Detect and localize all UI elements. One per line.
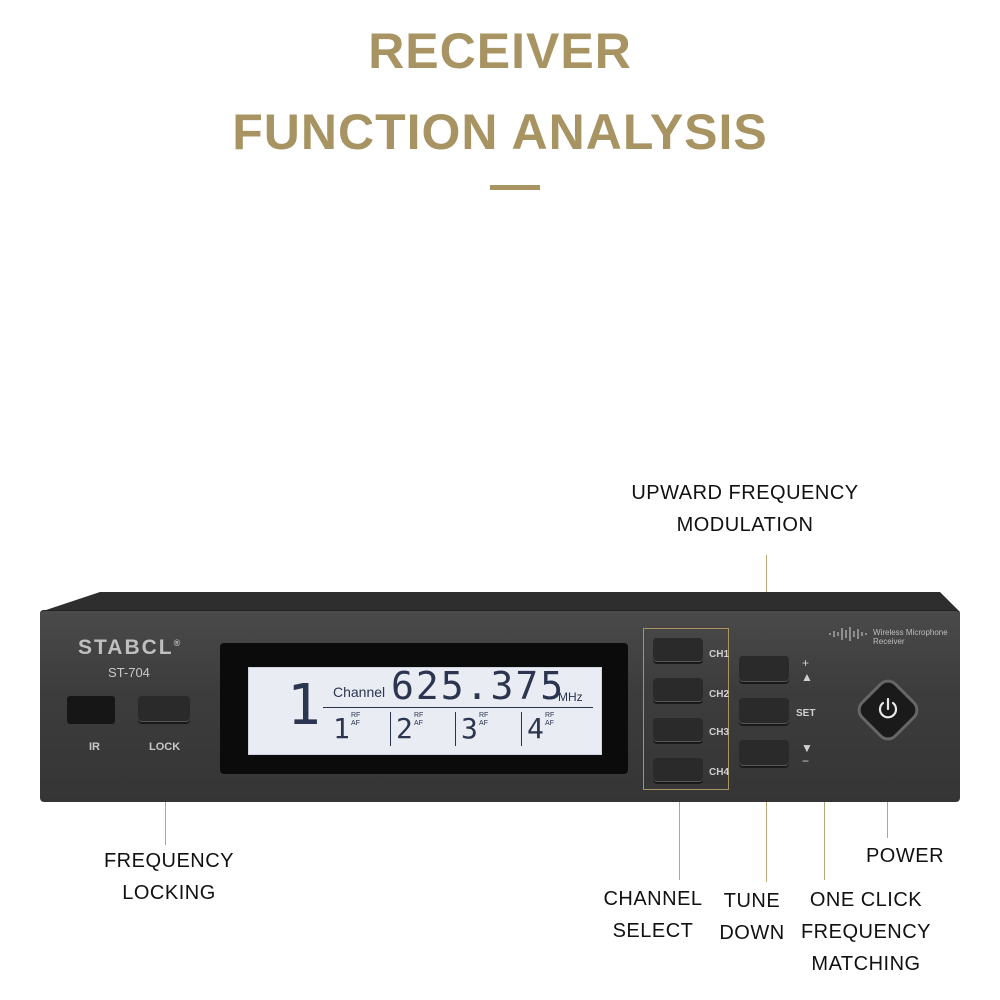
minus-symbol: − xyxy=(802,754,810,768)
lock-button[interactable] xyxy=(138,696,190,722)
leader-line-lock xyxy=(165,760,166,845)
label-tune-line1: TUNE xyxy=(723,890,781,912)
label-freqlock-line1: FREQUENCY xyxy=(103,850,235,872)
ch1-button[interactable] xyxy=(653,638,703,662)
lcd-cell-num: 4 xyxy=(527,712,544,745)
up-arrow-icon: ▲ xyxy=(801,670,813,684)
label-oneclick-line3: MATCHING xyxy=(811,953,921,975)
ir-label: IR xyxy=(89,741,100,753)
product-line1: Wireless Microphone xyxy=(873,628,948,637)
lcd-cell-rf: RF xyxy=(414,712,424,719)
title-divider xyxy=(490,185,540,190)
lcd-channel-word: Channel xyxy=(333,684,386,700)
lcd-cell-af: AF xyxy=(479,720,488,727)
title-receiver: RECEIVER xyxy=(368,23,632,79)
set-button[interactable] xyxy=(739,698,789,724)
lcd-divider xyxy=(323,707,593,708)
ch4-button[interactable] xyxy=(653,758,703,782)
ch3-label: CH3 xyxy=(709,727,730,738)
lcd-separator xyxy=(390,712,391,746)
brand-mark: ® xyxy=(173,638,183,648)
leader-line-tune xyxy=(766,790,767,882)
lcd-cell-af: AF xyxy=(414,720,423,727)
label-upward-line2: MODULATION xyxy=(676,514,814,536)
panel-top-edge xyxy=(40,592,960,612)
ir-sensor-window xyxy=(67,696,115,724)
ch1-label: CH1 xyxy=(709,649,730,660)
label-channel-select: CHANNEL SELECT xyxy=(593,883,713,947)
lcd-cell-num: 2 xyxy=(396,712,413,745)
label-one-click-matching: ONE CLICK FREQUENCY MATCHING xyxy=(795,884,937,980)
plus-symbol: + xyxy=(802,656,810,670)
lcd-cell-num: 1 xyxy=(333,712,350,745)
power-button[interactable] xyxy=(855,677,921,743)
title-function-analysis: FUNCTION ANALYSIS xyxy=(232,104,768,160)
tune-down-button[interactable] xyxy=(739,740,789,766)
lcd-cell-rf: RF xyxy=(545,712,555,719)
product-description: Wireless Microphone Receiver xyxy=(873,628,948,646)
label-upward-frequency: UPWARD FREQUENCY MODULATION xyxy=(600,477,890,541)
lcd-frequency: 625.375 xyxy=(391,664,566,708)
brand-name: STABCL xyxy=(78,636,174,659)
set-label: SET xyxy=(796,708,816,719)
channel-select-group xyxy=(643,628,729,790)
ch4-label: CH4 xyxy=(709,767,730,778)
lcd-cell-af: AF xyxy=(545,720,554,727)
receiver-device: STABCL® ST-704 IR LOCK 1 Channel 625.375… xyxy=(40,592,960,802)
label-upward-line1: UPWARD FREQUENCY xyxy=(631,482,859,504)
label-oneclick-line1: ONE CLICK xyxy=(809,889,923,911)
label-tune-line2: DOWN xyxy=(719,922,785,944)
ch3-button[interactable] xyxy=(653,718,703,742)
lcd-separator xyxy=(455,712,456,746)
product-line2: Receiver xyxy=(873,637,905,646)
lcd-cell-af: AF xyxy=(351,720,360,727)
lcd-unit: MHz xyxy=(558,690,583,704)
lcd-cell-num: 3 xyxy=(461,712,478,745)
down-arrow-icon: ▼ xyxy=(801,741,813,755)
lcd-cell-rf: RF xyxy=(351,712,361,719)
soundwave-icon xyxy=(829,627,867,641)
label-tune-down: TUNE DOWN xyxy=(712,885,792,949)
leader-line-channel xyxy=(679,790,680,880)
lock-label: LOCK xyxy=(149,741,181,753)
brand-logo: STABCL® xyxy=(78,636,182,660)
ch2-label: CH2 xyxy=(709,689,730,700)
ch2-button[interactable] xyxy=(653,678,703,702)
lcd-display xyxy=(248,667,602,755)
label-channel-line2: SELECT xyxy=(612,920,694,942)
label-frequency-locking: FREQUENCY LOCKING xyxy=(84,845,254,909)
lcd-channel-number: 1 xyxy=(287,673,321,738)
label-power: POWER xyxy=(865,845,945,867)
label-oneclick-line2: FREQUENCY xyxy=(800,921,932,943)
model-number: ST-704 xyxy=(108,665,150,680)
lcd-cell-rf: RF xyxy=(479,712,489,719)
power-icon xyxy=(878,697,898,719)
label-freqlock-line2: LOCKING xyxy=(122,882,216,904)
label-channel-line1: CHANNEL xyxy=(603,888,703,910)
tune-up-button[interactable] xyxy=(739,656,789,682)
lcd-separator xyxy=(521,712,522,746)
